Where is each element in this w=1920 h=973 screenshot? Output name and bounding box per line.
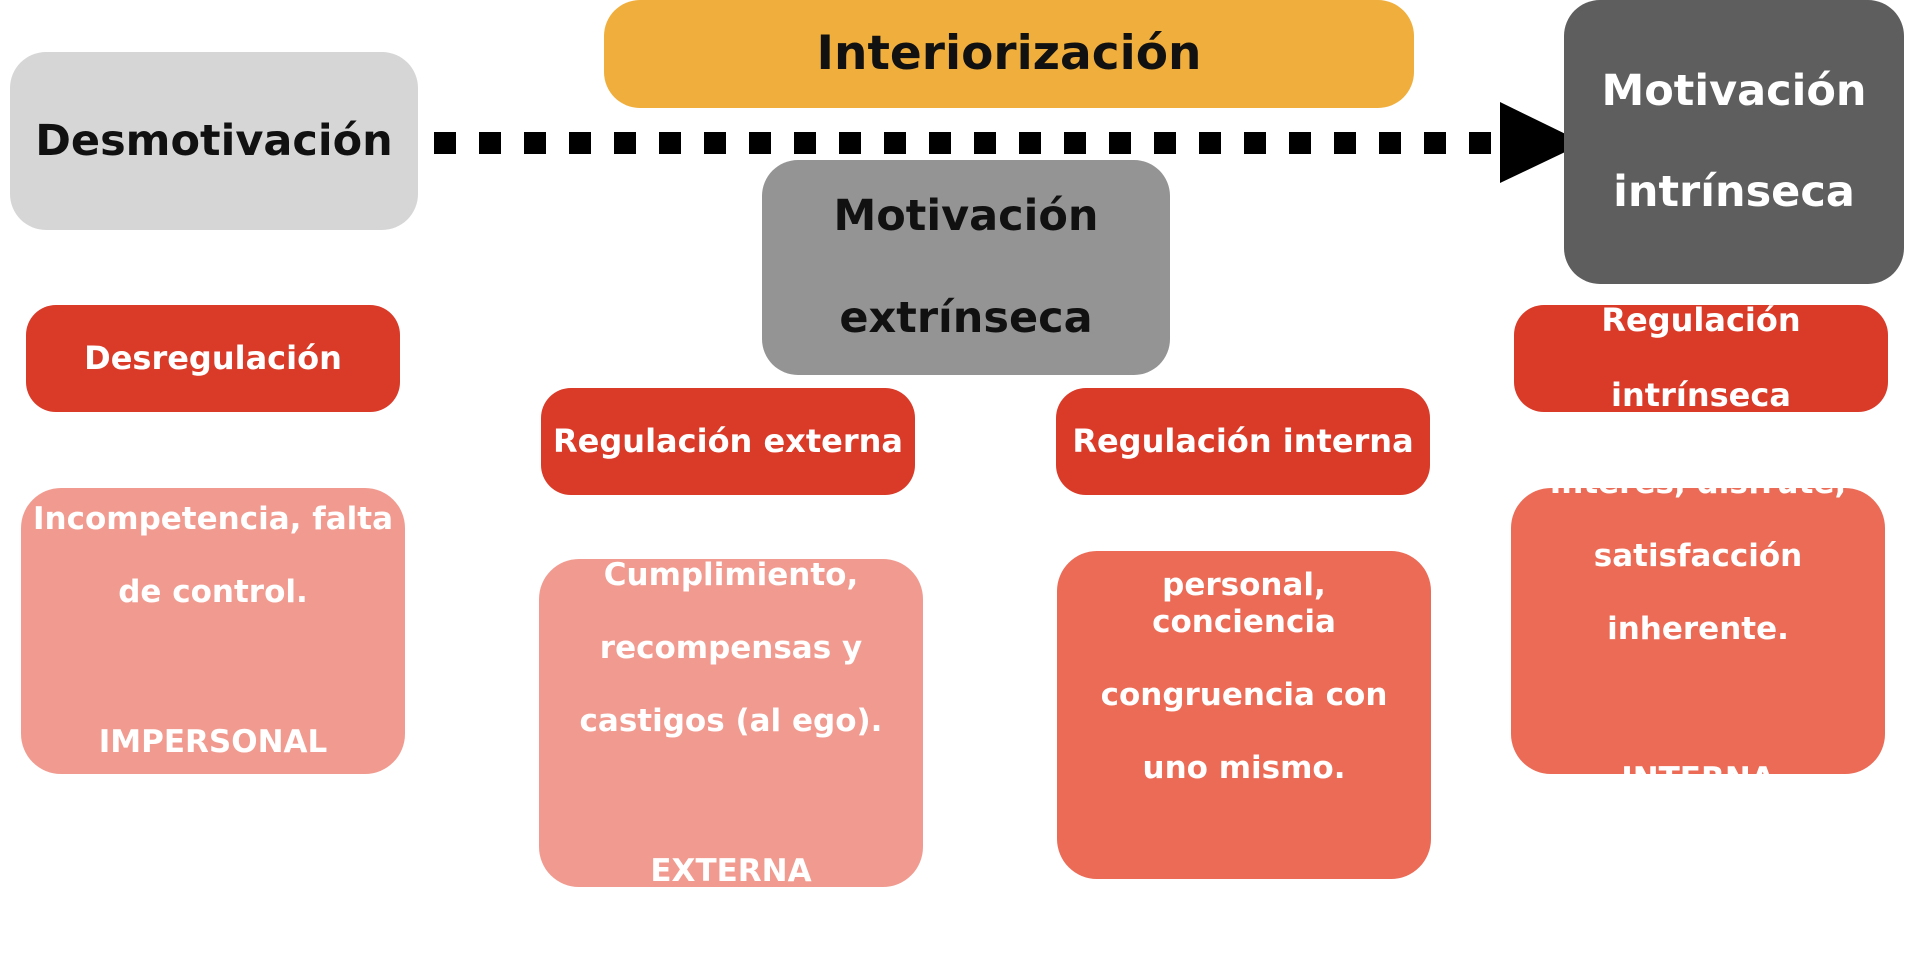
stage-extrinseca-line: Motivación	[833, 191, 1099, 242]
description-line: satisfacción	[1593, 537, 1803, 574]
description-line: de control.	[118, 574, 308, 611]
regulation-label: Regulación interna	[1072, 421, 1414, 460]
regulation-desregulacion: Desregulación	[26, 305, 400, 412]
regulation-label-line: Regulación	[1601, 300, 1801, 339]
locus-label: EXTERNA	[650, 852, 812, 889]
description-line: congruencia con	[1100, 676, 1388, 713]
stage-intrinseca-line: Motivación	[1601, 65, 1867, 116]
stage-motivacion-intrinseca: Motivación intrínseca	[1564, 0, 1904, 284]
description-interna: Importancia personal, conciencia congrue…	[1057, 494, 1431, 936]
locus-label: IMPERSONAL	[98, 724, 328, 761]
stage-desmotivacion-label: Desmotivación	[35, 115, 393, 166]
description-intrinseca: Interés, disfrute, satisfacción inherent…	[1511, 465, 1885, 797]
interiorization-arrow	[434, 102, 1584, 183]
stage-intrinseca-line: intrínseca	[1613, 167, 1855, 218]
interiorization-title: Interiorización	[604, 0, 1414, 108]
regulation-label-line: intrínseca	[1611, 376, 1791, 415]
description-line: uno mismo.	[1142, 749, 1346, 786]
description-desregulacion: Incompetencia, falta de control. IMPERSO…	[21, 488, 405, 774]
description-line: Incompetencia, falta	[33, 501, 393, 538]
dotted-arrow-line	[434, 132, 1491, 154]
description-line: personal, conciencia	[1152, 566, 1336, 640]
stage-motivacion-extrinseca: Motivación extrínseca	[762, 160, 1170, 375]
stage-desmotivacion: Desmotivación	[10, 52, 418, 230]
regulation-interna: Regulación interna	[1056, 388, 1430, 495]
regulation-label: Regulación externa	[553, 421, 903, 460]
title-text: Interiorización	[816, 26, 1202, 82]
description-line: Importancia	[1138, 493, 1350, 530]
description-line: Interés, disfrute,	[1549, 464, 1847, 501]
description-line: inherente.	[1607, 611, 1789, 647]
regulation-intrinseca: Regulación intrínseca	[1514, 300, 1888, 415]
description-line: castigos (al ego).	[579, 703, 883, 739]
arrow-head	[1500, 102, 1584, 183]
locus-label: INTERNA	[1621, 760, 1775, 797]
regulation-externa: Regulación externa	[541, 388, 915, 495]
description-externa: Cumplimiento, recompensas y castigos (al…	[539, 556, 923, 889]
locus-label: INTERNA	[1167, 899, 1321, 936]
stage-extrinseca-line: extrínseca	[839, 292, 1093, 343]
description-line: Cumplimiento,	[603, 556, 859, 593]
description-line: recompensas y	[599, 629, 863, 666]
regulation-label: Desregulación	[84, 338, 342, 377]
